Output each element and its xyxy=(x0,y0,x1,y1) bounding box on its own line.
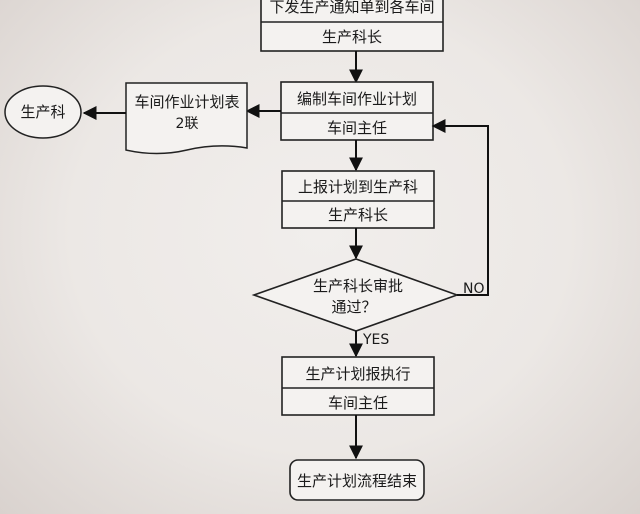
node-review-decision: 生产科长审批 通过？ xyxy=(251,258,460,332)
node-issue-notice-owner: 生产科长 xyxy=(322,28,382,46)
node-report-plan-box xyxy=(281,170,435,229)
node-report-plan-action: 上报计划到生产科 xyxy=(298,178,418,196)
review-diamond xyxy=(251,258,460,332)
node-execute-plan-action: 生产计划报执行 xyxy=(305,365,410,383)
node-report-plan: 上报计划到生产科 生产科长 xyxy=(281,170,435,229)
node-compile-plan-owner: 车间主任 xyxy=(327,119,387,137)
document-copies: 2联 xyxy=(176,116,199,132)
production-dept-label: 生产科 xyxy=(20,103,65,121)
node-compile-plan: 编制车间作业计划 车间主任 xyxy=(280,81,434,141)
document-title: 车间作业计划表 xyxy=(134,93,239,111)
review-question-line1: 生产科长审批 xyxy=(313,277,403,295)
node-execute-plan-owner: 车间主任 xyxy=(328,394,388,412)
node-report-plan-owner: 生产科长 xyxy=(328,206,388,224)
node-end: 生产计划流程结束 xyxy=(289,459,425,501)
document-shape xyxy=(125,82,248,155)
node-execute-plan-box xyxy=(281,356,435,416)
node-issue-notice-action: 下发生产通知单到各车间 xyxy=(269,0,434,16)
node-compile-plan-action: 编制车间作业计划 xyxy=(297,90,417,108)
node-end-box xyxy=(289,459,425,501)
node-end-label: 生产计划流程结束 xyxy=(297,472,417,490)
production-dept-ellipse xyxy=(4,85,82,139)
review-question-line2: 通过？ xyxy=(331,298,376,316)
node-document: 车间作业计划表 2联 xyxy=(125,82,248,155)
edge-review-no-loop xyxy=(431,119,489,296)
node-issue-notice: 下发生产通知单到各车间 生产科长 xyxy=(260,0,444,52)
node-production-dept: 生产科 xyxy=(4,85,82,139)
edge-yes-label: YES xyxy=(362,332,389,348)
edge-no-label: NO xyxy=(463,281,485,297)
node-execute-plan: 生产计划报执行 车间主任 xyxy=(281,356,435,416)
